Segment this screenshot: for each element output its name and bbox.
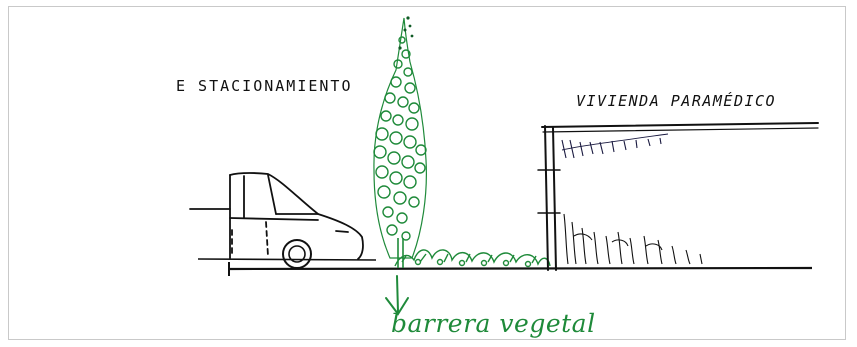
ground-line (228, 266, 813, 271)
housing-structure (537, 122, 819, 271)
car-wheel-hub (288, 245, 306, 263)
roof-shading (561, 133, 669, 159)
parking-label: E STACIONAMIENTO (176, 77, 353, 95)
pointer-arrow (385, 275, 409, 316)
tree-sketch (373, 16, 427, 268)
car-sketch (189, 172, 364, 260)
wall-shading (563, 213, 703, 265)
tree-trunk (397, 238, 404, 268)
barrier-label: barrera vegetal (391, 309, 596, 338)
car-wheel (282, 239, 312, 269)
diagram-frame (8, 6, 846, 340)
housing-label: VIVIENDA PARAMÉDICO (576, 92, 777, 110)
road-line (197, 258, 377, 261)
shrub-hedge (394, 249, 551, 268)
